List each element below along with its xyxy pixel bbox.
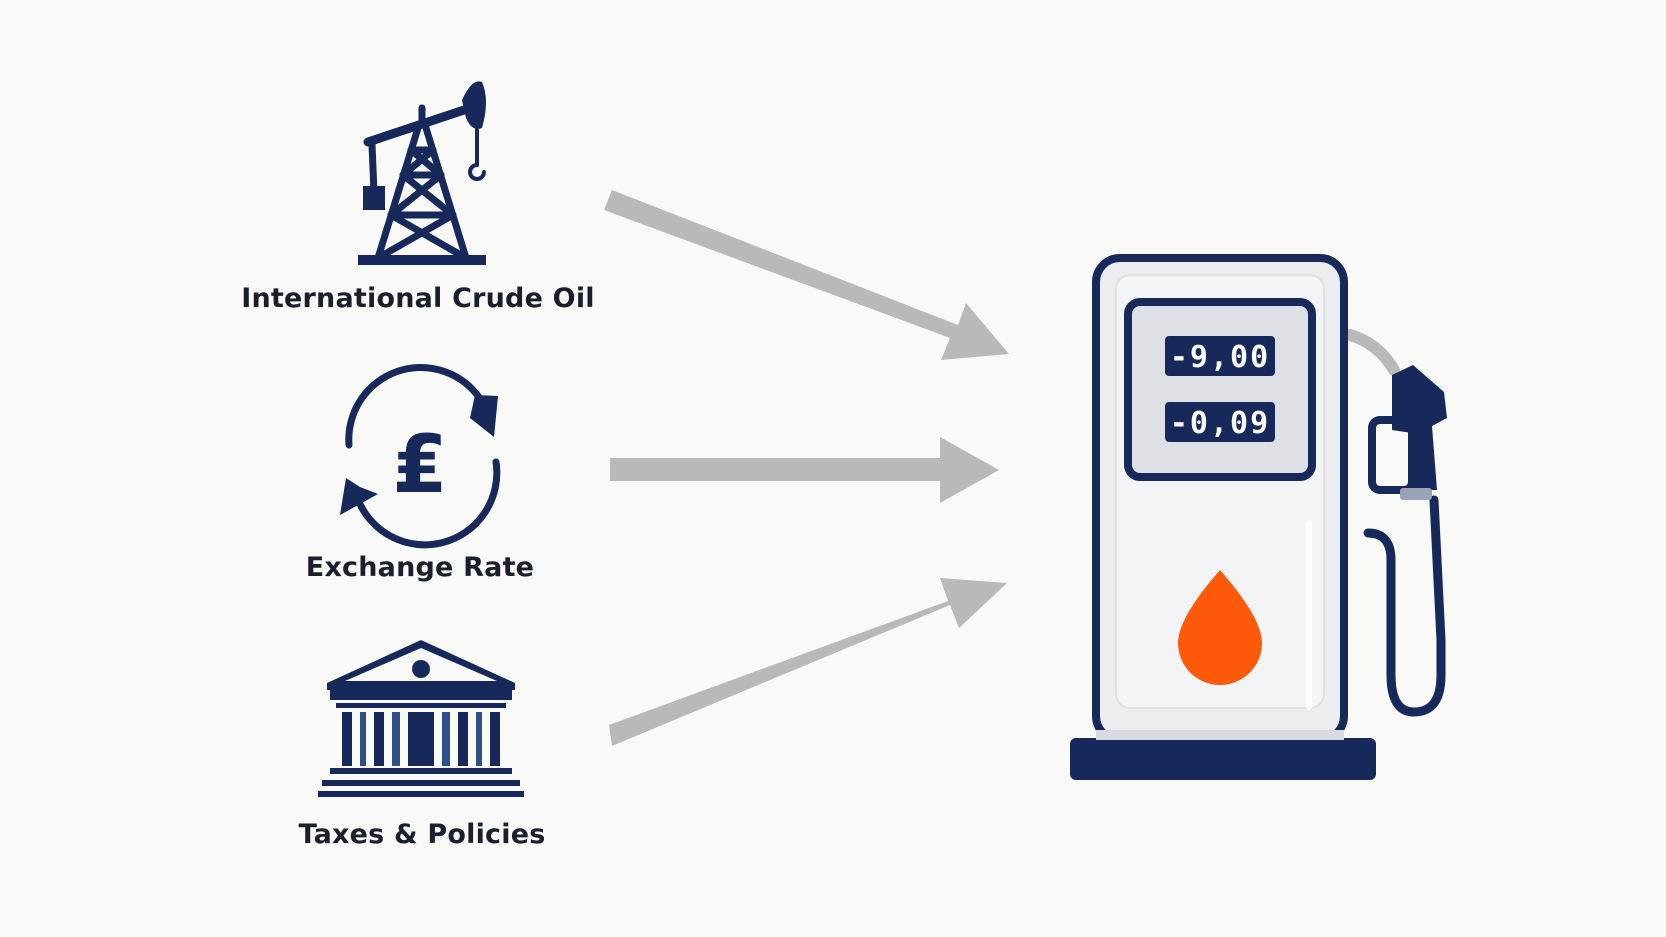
- factor-label-crude-oil: International Crude Oil: [241, 283, 595, 314]
- arrow-taxes-to-pump: [609, 578, 1007, 746]
- arrow-crude-oil-to-pump: [604, 190, 1009, 360]
- pound-sign-glyph: ₤: [392, 418, 448, 511]
- counterweight-block: [363, 186, 385, 210]
- factor-label-taxes-policies: Taxes & Policies: [299, 819, 546, 850]
- oil-derrick-icon: [358, 103, 486, 265]
- currency-exchange-icon: ₤: [340, 364, 501, 549]
- fuel-drop-icon: [1178, 570, 1262, 685]
- arrow-exchange-rate-to-pump: [610, 437, 999, 503]
- price-readout-bottom: [1165, 402, 1275, 442]
- government-building-icon: [318, 640, 524, 797]
- factor-label-exchange-rate: Exchange Rate: [306, 552, 534, 583]
- horse-head-shape: [462, 81, 486, 129]
- price-readout-top: [1165, 336, 1275, 376]
- readout-top-value: -9,00: [1170, 340, 1270, 375]
- readout-bottom-value: -0,09: [1170, 406, 1270, 441]
- fuel-pump-icon: -9,00 -0,09: [1070, 254, 1447, 780]
